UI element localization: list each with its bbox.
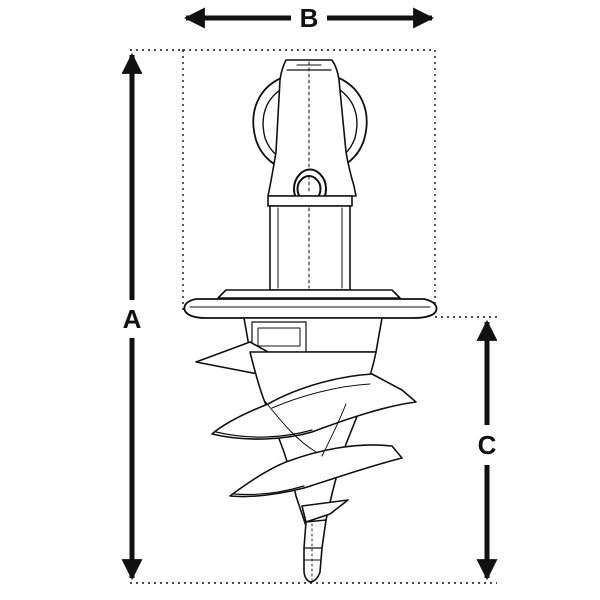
dotted-guides <box>130 49 497 584</box>
dimension-c-label: C <box>478 430 497 460</box>
head-bounding-box <box>182 49 436 313</box>
swivel-eye <box>267 59 357 207</box>
screw-tip <box>303 519 327 583</box>
screw-helix <box>195 317 417 527</box>
base-plate <box>183 289 438 319</box>
dimension-c: C <box>476 319 498 581</box>
dimension-a-label: A <box>123 304 142 334</box>
anchor-shaft <box>267 195 353 291</box>
dimension-a: A <box>121 52 143 581</box>
dimension-b: B <box>183 3 435 33</box>
dimension-b-label: B <box>300 3 319 33</box>
ground-anchor <box>183 59 438 583</box>
